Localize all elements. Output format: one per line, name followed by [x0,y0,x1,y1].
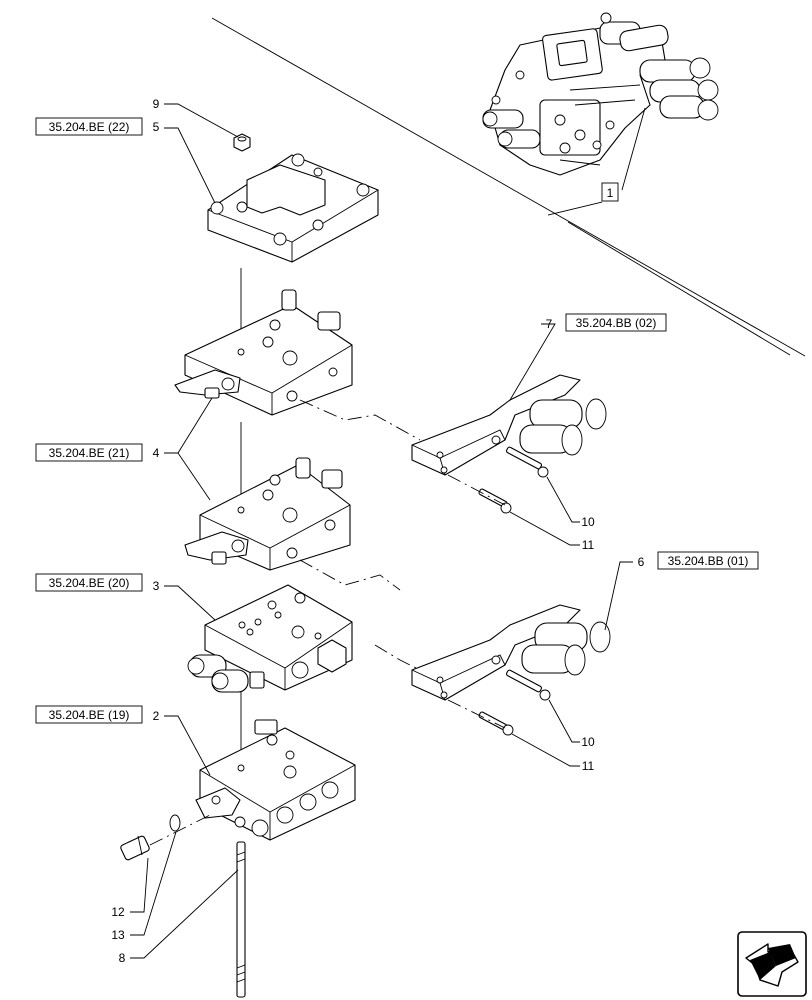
nut-part-9 [164,103,251,152]
tie-rod-part-8 [130,841,246,998]
callout-4[interactable]: 4 [153,446,160,460]
reference-35-204-bb-01[interactable]: 35.204.BB (01) [657,551,759,570]
callout-10-lower[interactable]: 10 [581,735,595,749]
svg-text:7: 7 [546,317,553,331]
o-ring-part-13 [130,814,181,936]
callout-9[interactable]: 9 [153,97,160,111]
svg-text:5: 5 [153,120,160,134]
axis-line-screw-lower [447,699,506,729]
navigate-back-arrow-icon[interactable] [737,931,807,997]
axis-line-coupler-upper [299,399,421,441]
axis-line-plug [149,814,211,846]
callout-6[interactable]: 6 [638,555,645,569]
callout-11-lower[interactable]: 11 [582,759,595,773]
reference-35-204-be-19[interactable]: 35.204.BE (19) [35,705,143,724]
callout-10-upper[interactable]: 10 [581,515,595,529]
svg-text:12: 12 [111,905,125,919]
axis-line-coupler-mid [299,559,401,591]
svg-text:4: 4 [153,446,160,460]
reference-35-204-bb-02[interactable]: 35.204.BB (02) [565,313,667,332]
coupler-bracket-part-7 [411,323,607,476]
svg-text:13: 13 [111,928,125,942]
assembly-boundary-lines [211,17,806,357]
callout-2[interactable]: 2 [153,709,160,723]
svg-text:1: 1 [607,186,614,200]
cover-plate-part-5 [164,127,379,263]
callout-1[interactable]: 1 [601,182,619,202]
reference-35-204-be-20[interactable]: 35.204.BE (20) [35,573,143,592]
svg-text:6: 6 [638,555,645,569]
svg-text:3: 3 [153,579,160,593]
svg-text:10: 10 [581,515,595,529]
svg-text:11: 11 [582,759,595,773]
reference-35-204-be-21[interactable]: 35.204.BE (21) [35,443,143,462]
leader-2 [164,715,211,776]
screw-part-10-lower [505,669,580,743]
leader-3 [164,585,216,621]
valve-assembly-overview [482,12,719,191]
svg-text:35.204.BE (19): 35.204.BE (19) [49,708,130,722]
coupler-bracket-part-6 [411,561,633,701]
screw-part-11-lower [478,711,580,767]
screw-part-11-upper [478,488,580,546]
callout-13[interactable]: 13 [111,928,125,942]
plug-part-12 [120,835,150,913]
reference-35-204-be-22[interactable]: 35.204.BE (22) [35,117,143,136]
svg-text:8: 8 [119,951,126,965]
svg-text:35.204.BB (02): 35.204.BB (02) [576,316,657,330]
svg-text:35.204.BB (01): 35.204.BB (01) [668,554,749,568]
screw-part-10-upper [505,446,580,523]
leader-4 [164,397,213,501]
svg-text:2: 2 [153,709,160,723]
valve-section-part-3 [187,584,353,693]
svg-text:9: 9 [153,97,160,111]
valve-section-part-2 [195,719,356,841]
callout-7[interactable]: 7 [546,317,553,331]
svg-text:35.204.BE (22): 35.204.BE (22) [49,120,130,134]
valve-section-part-4-upper [174,289,353,416]
axis-line-screw-upper [447,474,506,506]
callout-3[interactable]: 3 [153,579,160,593]
axis-line-coupler-lower [374,644,421,671]
callout-12[interactable]: 12 [111,905,125,919]
callout-8[interactable]: 8 [119,951,126,965]
svg-text:10: 10 [581,735,595,749]
callout-5[interactable]: 5 [153,120,160,134]
callout-11-upper[interactable]: 11 [582,538,595,552]
svg-text:35.204.BE (20): 35.204.BE (20) [49,576,130,590]
svg-text:11: 11 [582,538,595,552]
svg-text:35.204.BE (21): 35.204.BE (21) [49,446,130,460]
valve-section-part-4-lower [184,457,351,571]
